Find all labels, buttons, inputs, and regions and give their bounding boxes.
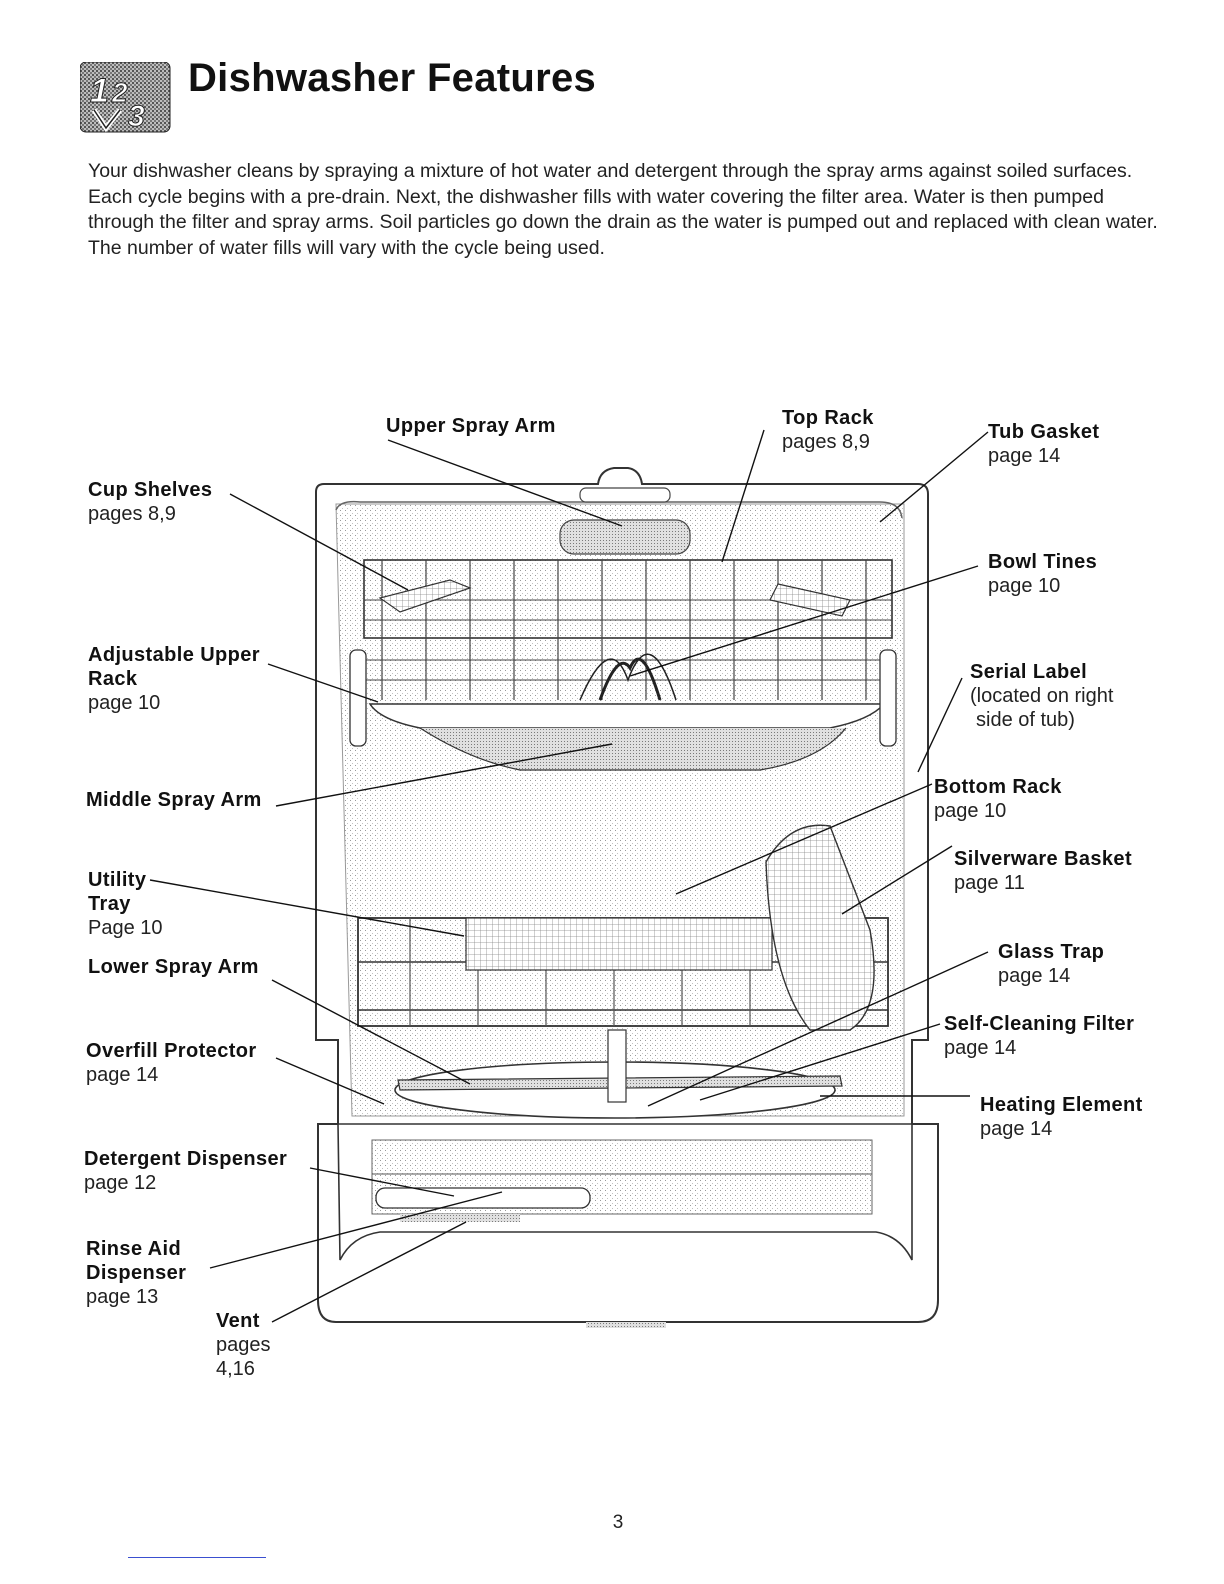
leader-serial-label (917, 677, 963, 773)
tub-gasket-page: page 14 (988, 445, 1061, 467)
top-rack-page: pages 8,9 (782, 431, 870, 453)
vent-page-line1: pages (216, 1334, 271, 1356)
serial-label-note-line2: side of tub) (976, 709, 1075, 731)
tub-gasket-label: Tub Gasket (988, 421, 1100, 443)
overfill-protector-page: page 14 (86, 1064, 159, 1086)
callout-serial-label: Serial Label (located on right side of t… (970, 660, 1113, 732)
callout-silverware-basket: Silverware Basket page 11 (954, 847, 1132, 895)
heating-element-page: page 14 (980, 1118, 1053, 1140)
callout-utility-tray: Utility Tray Page 10 (88, 868, 163, 940)
leader-rinse-aid-dispenser (209, 1191, 503, 1269)
detergent-dispenser-page: page 12 (84, 1172, 157, 1194)
leader-upper-spray-arm (387, 439, 623, 527)
serial-label-note-line1: (located on right (970, 685, 1114, 707)
callout-overfill-protector: Overfill Protector page 14 (86, 1039, 257, 1087)
vent-label: Vent (216, 1310, 260, 1332)
leader-silverware-basket (841, 845, 953, 915)
leader-lines (149, 429, 989, 1323)
callout-rinse-aid-dispenser: Rinse Aid Dispenser page 13 (86, 1237, 186, 1309)
callout-adjustable-upper-rack: Adjustable Upper Rack page 10 (88, 643, 260, 715)
footer-rule (128, 1557, 266, 1558)
callout-bottom-rack: Bottom Rack page 10 (934, 775, 1062, 823)
lower-rack (357, 824, 889, 1119)
leader-overfill-protector (275, 1057, 385, 1105)
page-title: Dishwasher Features (188, 56, 597, 100)
cup-shelves-page: pages 8,9 (88, 503, 176, 525)
leader-self-cleaning-filter (699, 1023, 941, 1101)
svg-text:2: 2 (111, 77, 128, 108)
lower-spray-arm-label: Lower Spray Arm (88, 956, 259, 978)
leader-cup-shelves (229, 493, 409, 591)
vent-page-line2: 4,16 (216, 1358, 255, 1380)
callout-detergent-dispenser: Detergent Dispenser page 12 (84, 1147, 287, 1195)
self-cleaning-filter-page: page 14 (944, 1037, 1017, 1059)
callout-vent: Vent pages 4,16 (216, 1309, 271, 1381)
leader-bowl-tines (629, 565, 979, 677)
leader-detergent-dispenser (309, 1167, 455, 1197)
callout-glass-trap: Glass Trap page 14 (998, 940, 1104, 988)
leader-bottom-rack (675, 783, 933, 895)
bottom-rack-page: page 10 (934, 800, 1007, 822)
utility-tray-label-line1: Utility (88, 869, 147, 891)
callout-middle-spray-arm: Middle Spray Arm (86, 788, 262, 812)
leader-adjustable-upper-rack (267, 663, 379, 703)
leader-lower-spray-arm (271, 979, 471, 1085)
heating-element-label: Heating Element (980, 1094, 1143, 1116)
middle-spray-arm-label: Middle Spray Arm (86, 789, 262, 811)
leader-top-rack (721, 429, 765, 563)
steps-123-logo-icon: 1 2 3 (79, 61, 172, 134)
page-number: 3 (612, 1512, 624, 1533)
leader-middle-spray-arm (275, 743, 613, 807)
self-cleaning-filter-label: Self-Cleaning Filter (944, 1013, 1135, 1035)
adjustable-upper-rack-label-line2: Rack (88, 668, 138, 690)
silverware-basket-label: Silverware Basket (954, 848, 1133, 870)
intro-paragraph: Your dishwasher cleans by spraying a mix… (88, 160, 1158, 259)
rinse-aid-dispenser-label-line1: Rinse Aid (86, 1238, 182, 1260)
utility-tray-label-line2: Tray (88, 893, 131, 915)
callout-bowl-tines: Bowl Tines page 10 (988, 550, 1097, 598)
cup-shelves-label: Cup Shelves (88, 479, 213, 501)
leader-vent (271, 1221, 467, 1323)
utility-tray-page: Page 10 (88, 917, 163, 939)
bowl-tines-page: page 10 (988, 575, 1061, 597)
rinse-aid-dispenser-label-line2: Dispenser (86, 1262, 187, 1284)
glass-trap-page: page 14 (998, 965, 1071, 987)
adjustable-upper-rack-label-line1: Adjustable Upper (88, 644, 260, 666)
door (337, 1123, 913, 1328)
callout-top-rack: Top Rack pages 8,9 (782, 406, 874, 454)
leader-glass-trap (647, 951, 989, 1107)
svg-text:3: 3 (128, 100, 145, 133)
silverware-basket-page: page 11 (954, 872, 1025, 894)
callout-self-cleaning-filter: Self-Cleaning Filter page 14 (944, 1012, 1134, 1060)
bottom-rack-label: Bottom Rack (934, 776, 1062, 798)
adjustable-upper-rack-page: page 10 (88, 692, 161, 714)
callout-upper-spray-arm: Upper Spray Arm (386, 414, 556, 438)
callout-tub-gasket: Tub Gasket page 14 (988, 420, 1099, 468)
overfill-protector-label: Overfill Protector (86, 1040, 257, 1062)
callout-cup-shelves: Cup Shelves pages 8,9 (88, 478, 212, 526)
glass-trap-label: Glass Trap (998, 941, 1105, 963)
callout-lower-spray-arm: Lower Spray Arm (88, 955, 259, 979)
leader-tub-gasket (879, 431, 989, 523)
detergent-dispenser-label: Detergent Dispenser (84, 1148, 288, 1170)
bowl-tines-label: Bowl Tines (988, 551, 1098, 573)
top-rack-label: Top Rack (782, 407, 874, 429)
serial-label-label: Serial Label (970, 661, 1088, 683)
upper-spray-arm-label: Upper Spray Arm (386, 415, 556, 437)
rinse-aid-dispenser-page: page 13 (86, 1286, 159, 1308)
leader-utility-tray (149, 879, 465, 937)
svg-text:1: 1 (90, 72, 109, 110)
callout-heating-element: Heating Element page 14 (980, 1093, 1143, 1141)
